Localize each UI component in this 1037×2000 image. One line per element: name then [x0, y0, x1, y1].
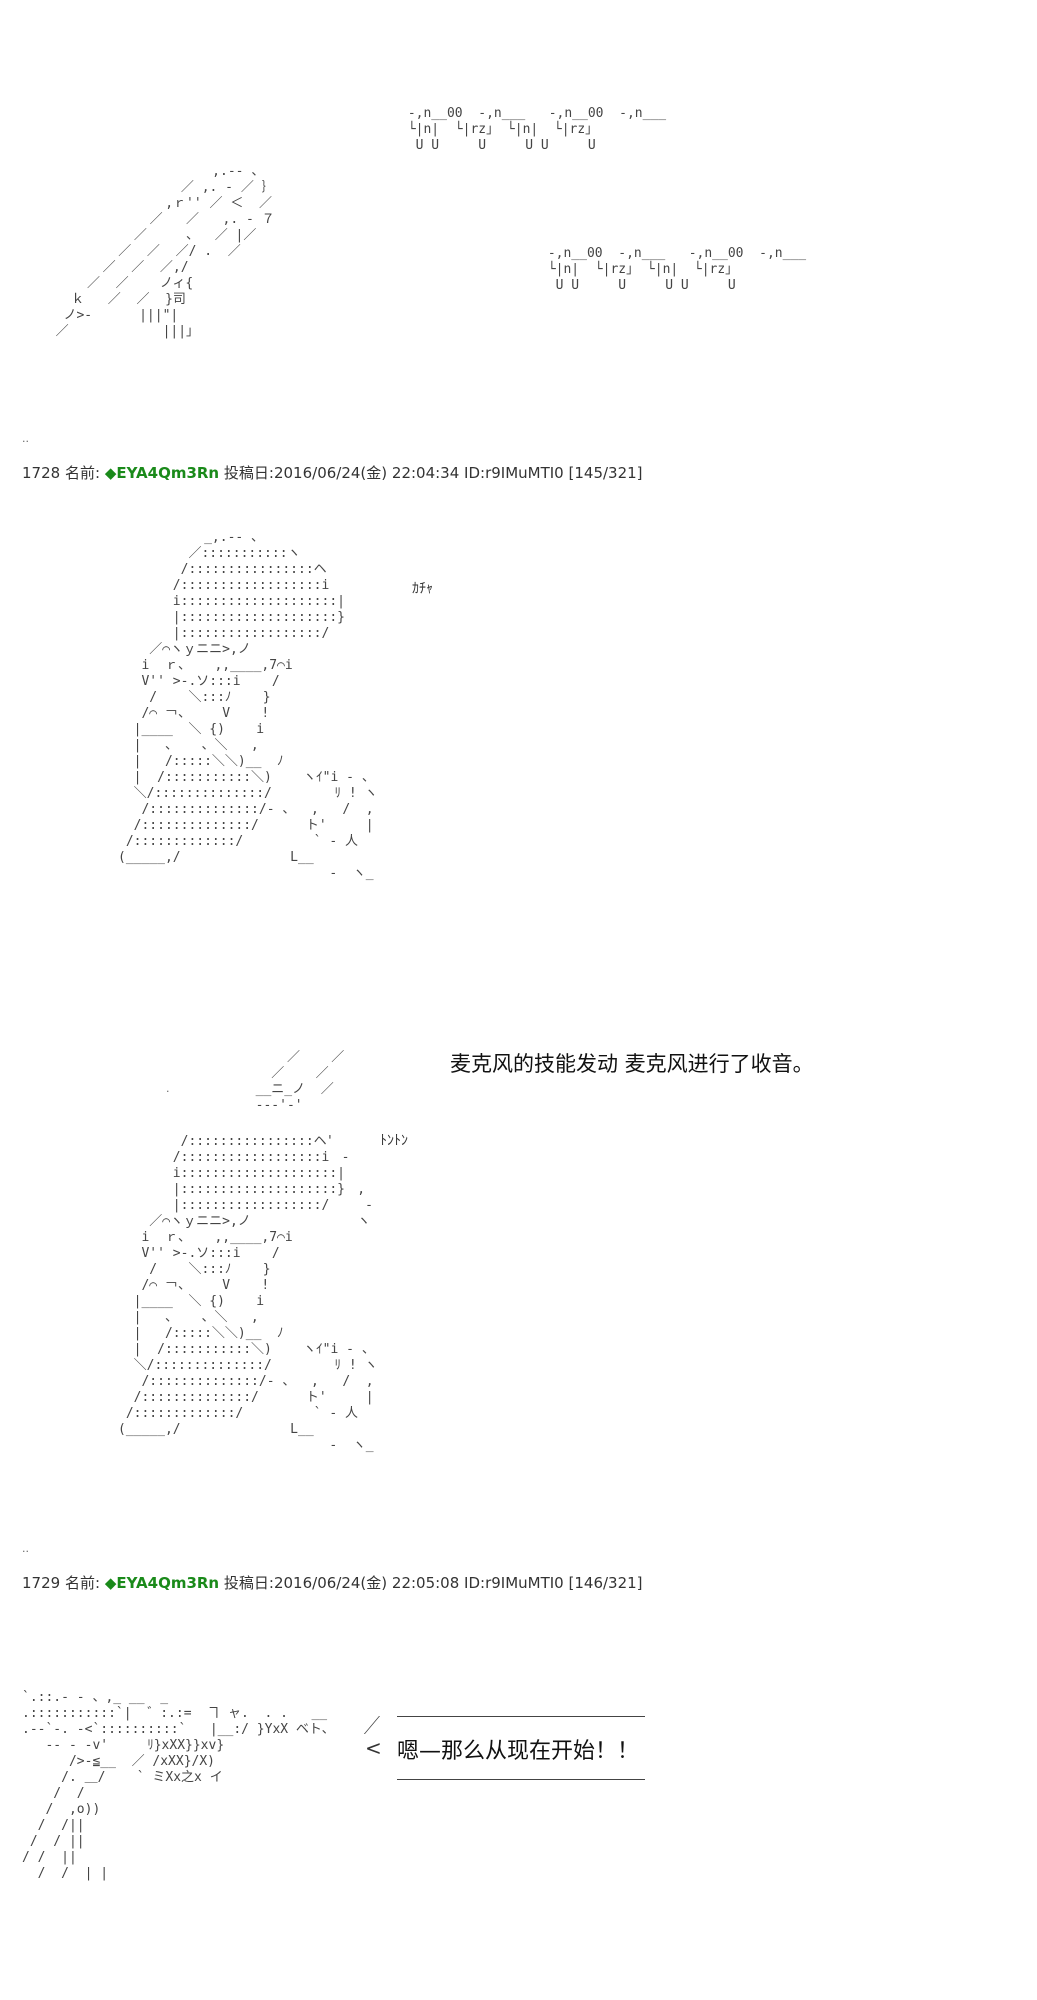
- narration-caption: 麦克风的技能发动 麦克风进行了收音。: [450, 1052, 814, 1076]
- microphone-art-1: ,.-‐ 、 ／ ,. ‐ ／ ｝ ,ｒ'' ／ ＜ ／ ／ ／ ,. ‐ ７ …: [55, 164, 275, 339]
- post-date-label: 投稿日:: [223, 464, 274, 482]
- post-number: 1729: [22, 1574, 61, 1592]
- post-trip[interactable]: ◆EYA4Qm3Rn: [104, 464, 220, 482]
- bubble-top-border: [397, 1716, 645, 1717]
- bubble-bottom-border: [397, 1779, 645, 1780]
- post-name-label: 名前:: [64, 464, 101, 482]
- post-id: ID:r9IMuMTI0: [464, 1574, 564, 1592]
- post-count: [146/321]: [568, 1574, 643, 1592]
- stray-dot: .: [166, 1082, 170, 1095]
- post-id: ID:r9IMuMTI0: [464, 464, 564, 482]
- bubble-pointer: <: [365, 1736, 382, 1760]
- post-header: 1728 名前: ◆EYA4Qm3Rn 投稿日:2016/06/24(金) 22…: [22, 462, 643, 483]
- figure-with-mic-art-1: _,.-‐ 、 ／:::::::::::ヽ /::::::::::::::::ヘ…: [118, 530, 378, 881]
- post-trip[interactable]: ◆EYA4Qm3Rn: [104, 1574, 220, 1592]
- bubble-text: 嗯—那么从现在开始！！: [397, 1739, 640, 1764]
- separator-dots: ..: [22, 1542, 29, 1555]
- separator-dots: ..: [22, 432, 29, 445]
- applause-art-b: -,n__00 -,n___ -,n__00 -,n___ └|n| └|rz」…: [547, 246, 807, 293]
- bubble-top-corner: [363, 1716, 400, 1734]
- speech-bubble: < 嗯—那么从现在开始！！: [363, 1716, 645, 1780]
- post-name-label: 名前:: [64, 1574, 101, 1592]
- sfx-kacha: ｶﾁｬ: [412, 581, 433, 597]
- post-count: [145/321]: [568, 464, 643, 482]
- post-number: 1728: [22, 464, 61, 482]
- tap-marks-art: ' ‐ , - ヽ: [326, 1134, 373, 1229]
- post-header: 1729 名前: ◆EYA4Qm3Rn 投稿日:2016/06/24(金) 22…: [22, 1572, 643, 1593]
- sfx-tonton: ﾄﾝﾄﾝ: [380, 1133, 408, 1149]
- microphone-art-2: `.::.‐ ‐ 、,_ __ _ .:::::::::::`| ゛:.:= ヿ…: [22, 1690, 335, 1881]
- applause-art-a: -,n__00 -,n___ -,n__00 -,n___ └|n| └|rz」…: [407, 106, 667, 153]
- post-date-label: 投稿日:: [223, 1574, 274, 1592]
- figure-with-mic-art-2: /::::::::::::::::ヘ /::::::::::::::::::i …: [118, 1134, 378, 1453]
- post-date: 2016/06/24(金) 22:04:34: [273, 464, 460, 482]
- microphone-top-art: ／ ／ ／ ／ __ニ_ノ ／ ‐‐‐'‐': [255, 1050, 345, 1113]
- post-date: 2016/06/24(金) 22:05:08: [273, 1574, 460, 1592]
